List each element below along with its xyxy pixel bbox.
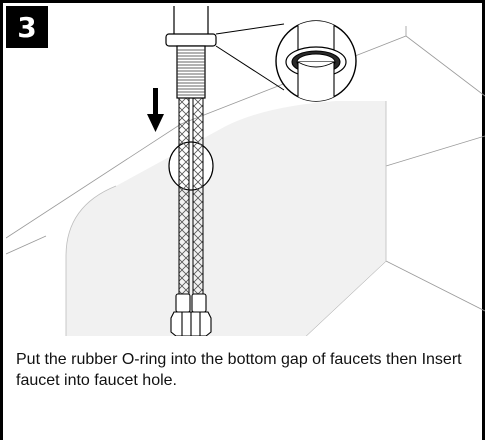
o-ring-detail-icon	[275, 20, 357, 102]
hose-fittings	[170, 293, 212, 336]
step-number-badge: 3	[6, 6, 48, 48]
countertop-lines	[6, 26, 485, 336]
instruction-caption: Put the rubber O-ring into the bottom ga…	[16, 351, 462, 389]
sink-basin	[66, 101, 386, 336]
faucet-body	[165, 6, 217, 99]
faucet-installation-illustration	[6, 6, 485, 336]
down-arrow-icon	[147, 88, 164, 132]
faucet-hole	[168, 141, 214, 191]
callout-leader	[215, 23, 285, 91]
